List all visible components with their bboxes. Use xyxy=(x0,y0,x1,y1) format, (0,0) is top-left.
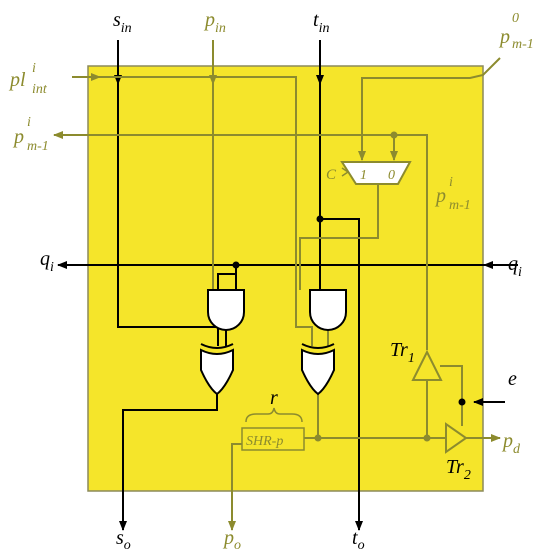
cell-block xyxy=(87,65,484,492)
wire-s-in xyxy=(117,40,219,346)
label-s-in: sin xyxy=(113,9,132,36)
label-tr2: Tr2 xyxy=(446,456,471,483)
mux xyxy=(340,161,412,185)
tristate-buffer-tr1 xyxy=(411,349,443,381)
label-t-in: tin xyxy=(313,9,329,36)
label-tr1: Tr1 xyxy=(390,339,415,366)
and-gate-2 xyxy=(309,289,347,331)
label-p-o: po xyxy=(222,527,241,550)
label-pi-m1-right: p i m-1 xyxy=(434,169,471,213)
label-s-o: so xyxy=(116,527,131,550)
label-pi-m1-left: p i m-1 xyxy=(12,109,49,154)
label-mux-0: 0 xyxy=(388,168,395,183)
xor-gate-2 xyxy=(301,343,335,396)
xor-gate-1 xyxy=(200,343,234,396)
label-q-left: qi xyxy=(40,248,54,275)
label-r: r xyxy=(270,387,278,409)
junction-q xyxy=(232,261,240,269)
label-t-o: to xyxy=(352,527,365,550)
label-p-d: pd xyxy=(501,430,521,457)
r-brace xyxy=(245,407,303,423)
label-shr: SHR-p xyxy=(246,434,283,449)
wire-t-out xyxy=(320,218,363,531)
shr-register xyxy=(241,427,305,451)
label-q-right: qi xyxy=(508,253,522,280)
wire-p0 xyxy=(358,57,501,161)
label-mux-c: C xyxy=(326,167,337,183)
tristate-buffer-tr2 xyxy=(445,422,468,454)
wire-pl-int xyxy=(100,76,313,346)
label-pl-int: pl i int xyxy=(8,55,48,97)
label-e: e xyxy=(508,368,517,390)
label-p0-m1: p 0 m-1 xyxy=(498,5,534,52)
wire-s-out xyxy=(119,393,218,531)
junction-t xyxy=(316,215,324,223)
label-p-in: pin xyxy=(203,9,226,36)
and-gate-1 xyxy=(207,289,245,331)
label-mux-1: 1 xyxy=(360,168,367,183)
wire-p-out xyxy=(228,443,242,531)
